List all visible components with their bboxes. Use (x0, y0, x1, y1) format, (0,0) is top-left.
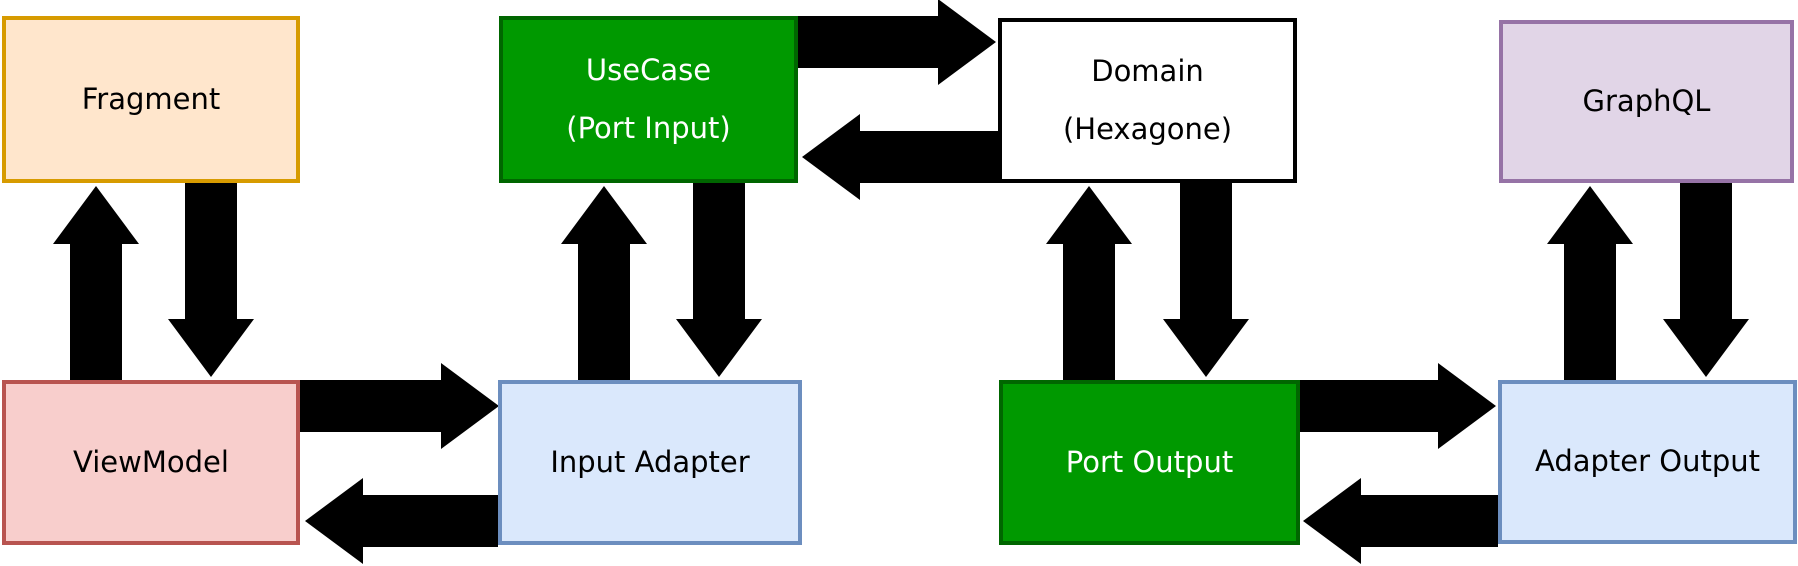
node-sublabel: (Port Input) (566, 111, 731, 145)
node-label: GraphQL (1582, 83, 1711, 118)
node-viewmodel: ViewModel (2, 380, 300, 545)
node-adapter-output: Adapter Output (1498, 380, 1797, 544)
node-input-adapter: Input Adapter (498, 380, 802, 545)
node-label: Input Adapter (550, 444, 750, 479)
node-label: Port Output (1065, 444, 1234, 479)
node-label: Domain (1091, 53, 1204, 88)
node-label: ViewModel (73, 444, 229, 479)
node-usecase: UseCase (Port Input) (499, 16, 798, 183)
node-sublabel: (Hexagone) (1062, 112, 1233, 146)
node-domain: Domain (Hexagone) (998, 18, 1297, 183)
node-label: Fragment (81, 81, 221, 116)
node-fragment: Fragment (2, 16, 300, 183)
node-label: Adapter Output (1534, 444, 1760, 479)
node-graphql: GraphQL (1499, 20, 1794, 183)
node-label: UseCase (585, 52, 712, 87)
node-port-output: Port Output (999, 380, 1300, 545)
